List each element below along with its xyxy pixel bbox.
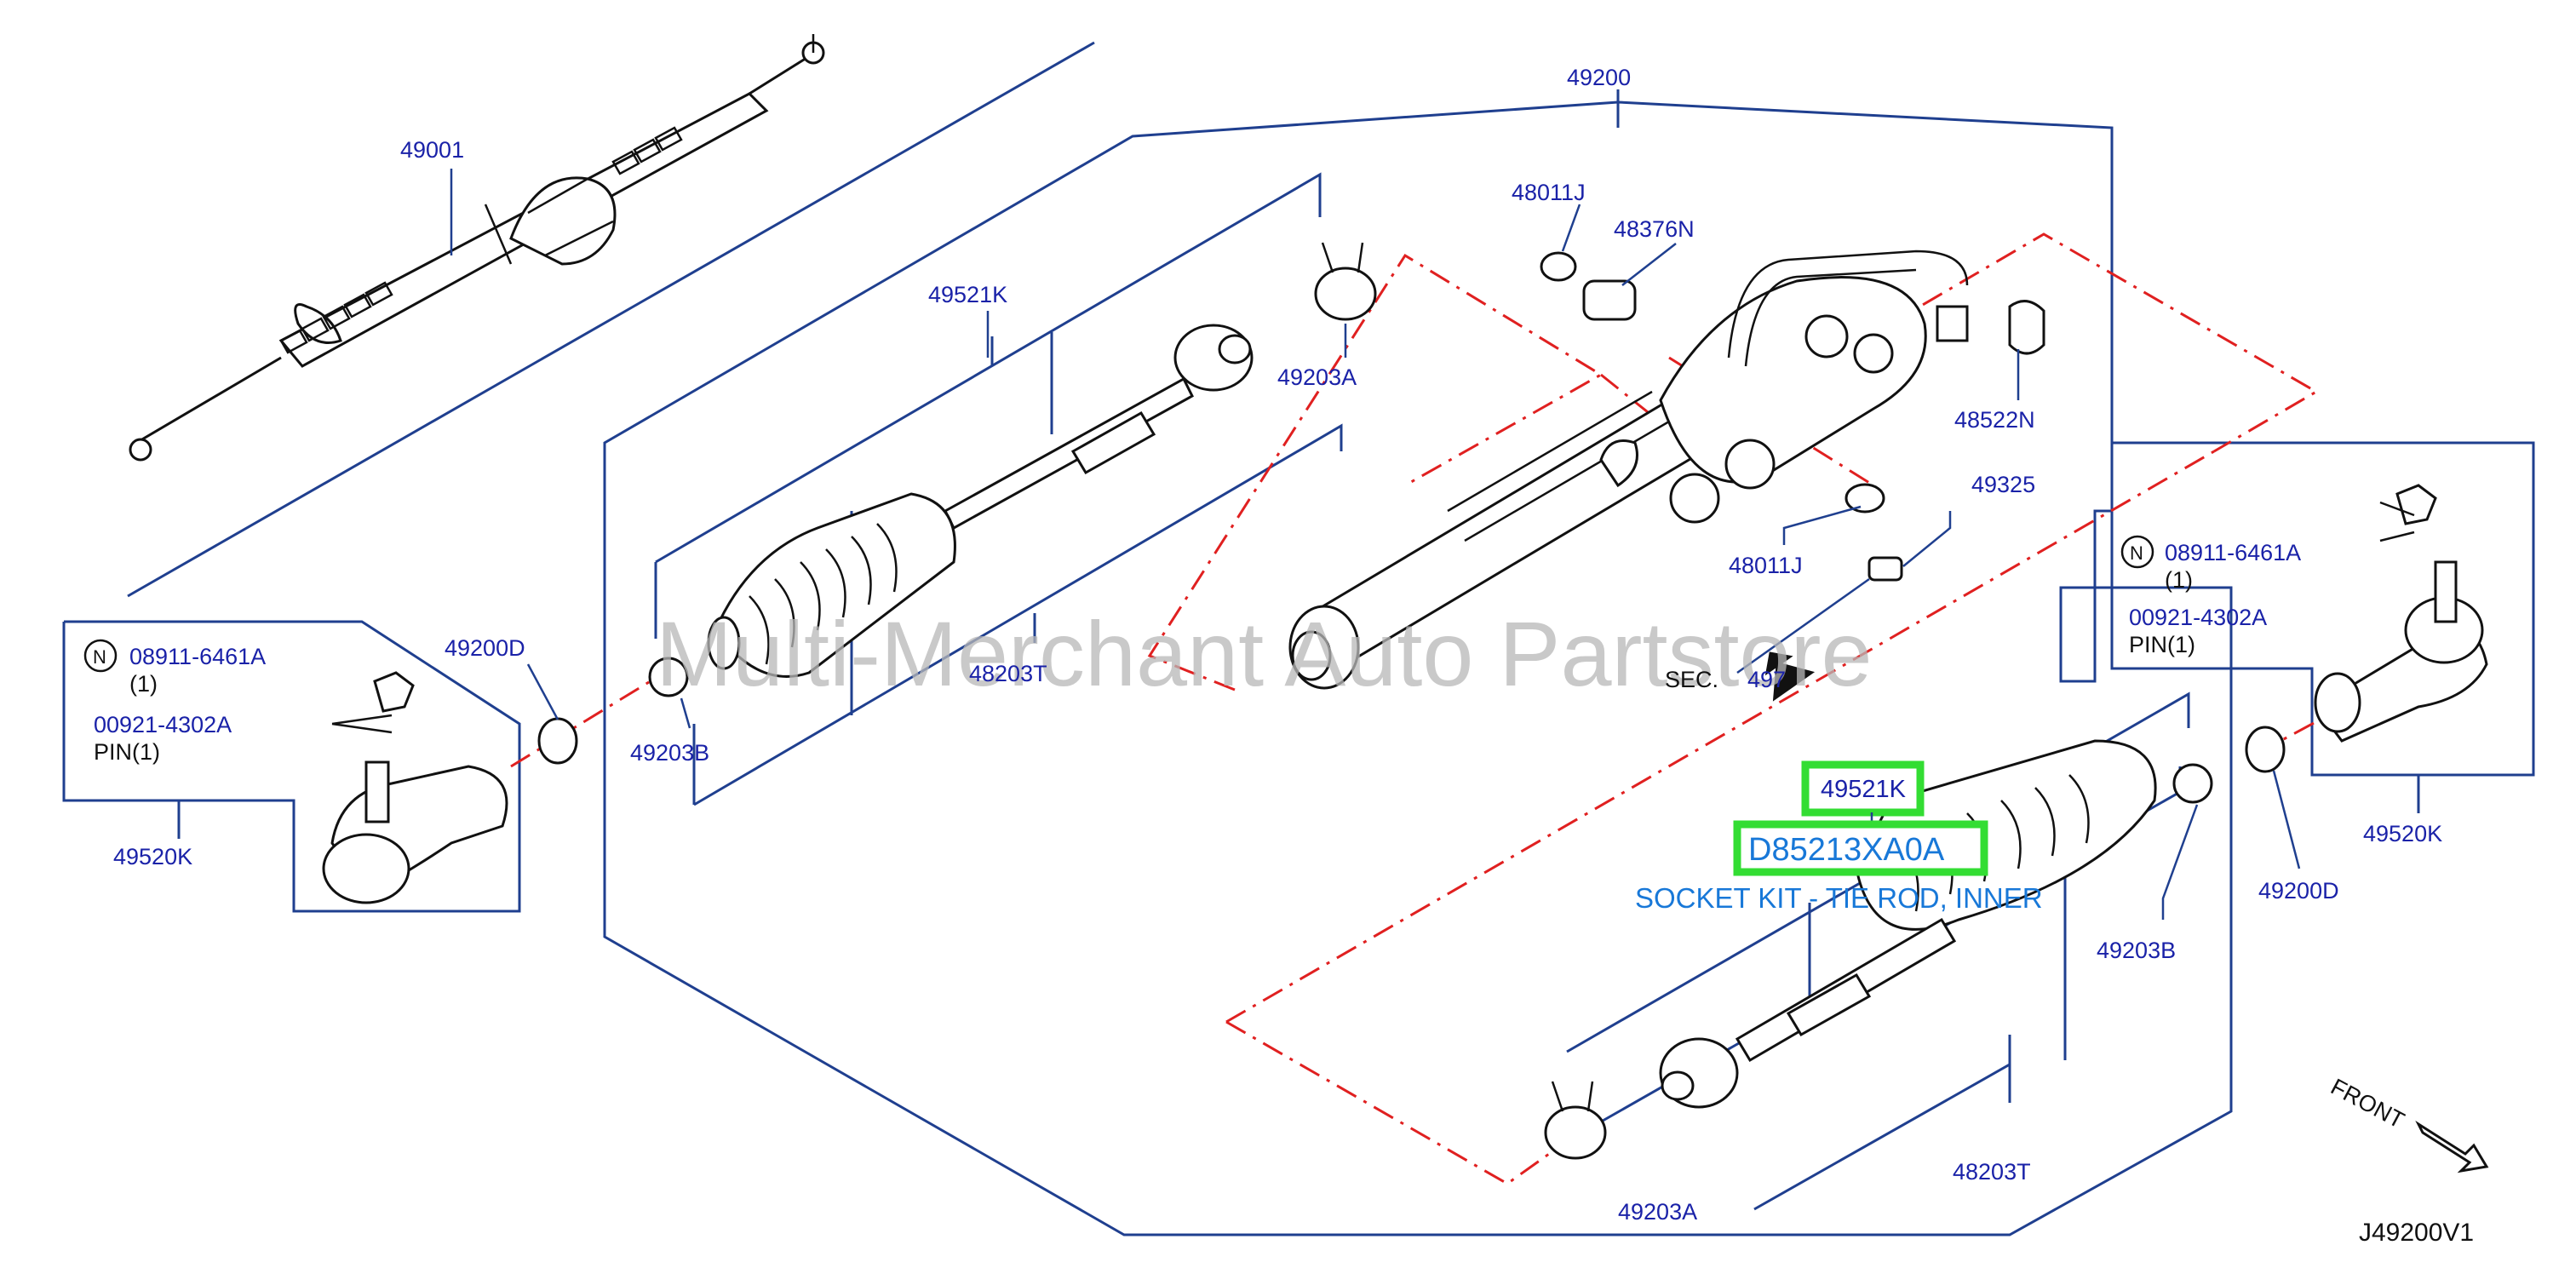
label-pin-left[interactable]: 00921-4302A [94,712,232,737]
highlight-part-box[interactable] [1733,820,1988,876]
seal-48522n [2008,300,2045,355]
watermark-text: Multi-Merchant Auto Partstore [656,602,1873,705]
label-sec: SEC. [1665,667,1718,692]
highlight-part-number[interactable]: D85213XA0A [1748,832,1945,868]
label-nut-qty-left: (1) [129,671,158,697]
bushing-48376n [1582,279,1637,321]
label-pin-right[interactable]: 00921-4302A [2129,605,2267,630]
inner-tie-rod-top [944,324,1254,531]
n-symbol-right-icon [2120,535,2154,569]
label-48203t-right[interactable]: 48203T [1953,1159,2031,1185]
diagram-code: J49200V1 [2359,1219,2474,1247]
outer-tie-rod-end-right [2245,484,2488,773]
label-49203b-left[interactable]: 49203B [630,740,709,766]
label-49325[interactable]: 49325 [1971,472,2035,497]
assembly-bracket-49200 [603,100,2233,1236]
separator-line [127,41,1095,598]
label-49520k-right[interactable]: 49520K [2363,821,2442,846]
outer-tie-rod-end-left [322,671,578,904]
label-front: FRONT [2326,1074,2408,1133]
label-48011j-top[interactable]: 48011J [1512,180,1586,205]
label-sec-number[interactable]: 497 [1747,667,1786,692]
n-symbol-left-icon [83,639,118,673]
highlight-ref[interactable]: 49521K [1821,776,1907,803]
tie-rod-end-box-right [2110,441,2535,777]
clamp-49203b-left [648,657,689,697]
tie-rod-end-box-left [62,620,521,913]
label-nut-right[interactable]: 08911-6461A [2165,540,2301,565]
leader-lines [450,169,2301,920]
label-49203a-top[interactable]: 49203A [1277,364,1357,390]
label-49001[interactable]: 49001 [400,137,464,163]
label-49203b-right[interactable]: 49203B [2097,938,2176,963]
n-symbol-right: N [2130,542,2143,564]
label-49200d-left[interactable]: 49200D [445,635,525,661]
label-49521k-top[interactable]: 49521K [928,282,1007,307]
label-48522n[interactable]: 48522N [1954,407,2035,433]
steering-rack-illustration [129,34,825,462]
steering-gear-housing [1288,250,1969,690]
highlight-callout[interactable]: 49521K D85213XA0A SOCKET KIT - TIE ROD, … [1635,760,2043,914]
seal-48011j-top [1540,251,1577,282]
label-nut-qty-right: (1) [2165,567,2193,593]
inner-tie-rod-bottom [1659,917,1957,1109]
rack-boot-top [707,492,956,678]
highlight-description[interactable]: SOCKET KIT - TIE ROD, INNER [1635,882,2043,914]
label-pin-qty-right: PIN(1) [2129,632,2195,657]
label-48011j-mid[interactable]: 48011J [1729,553,1803,578]
red-indicator-upper [1147,253,1604,691]
red-indicator-lower [1225,450,2215,1024]
inner-bracket-left [655,172,1322,564]
label-49203a-bottom[interactable]: 49203A [1618,1199,1697,1225]
label-pin-qty-left: PIN(1) [94,739,160,765]
clamp-49203b-right [2172,763,2213,804]
seal-48011j-mid [1845,483,1885,514]
highlight-ref-box[interactable] [1801,760,1925,817]
label-49200[interactable]: 49200 [1567,65,1631,90]
label-nut-left[interactable]: 08911-6461A [129,644,266,669]
breather-49325 [1867,556,1903,582]
label-49520k-left[interactable]: 49520K [113,844,192,869]
sec-arrow-icon [1764,651,1816,702]
n-symbol-left: N [93,646,106,668]
clamp-49203a-bottom [1544,1105,1607,1160]
label-48376n[interactable]: 48376N [1614,216,1695,242]
front-arrow-icon [2415,1120,2489,1173]
label-49200d-right[interactable]: 49200D [2258,878,2339,904]
clamp-49203a-top [1314,267,1377,321]
label-48203t-left[interactable]: 48203T [969,661,1047,686]
